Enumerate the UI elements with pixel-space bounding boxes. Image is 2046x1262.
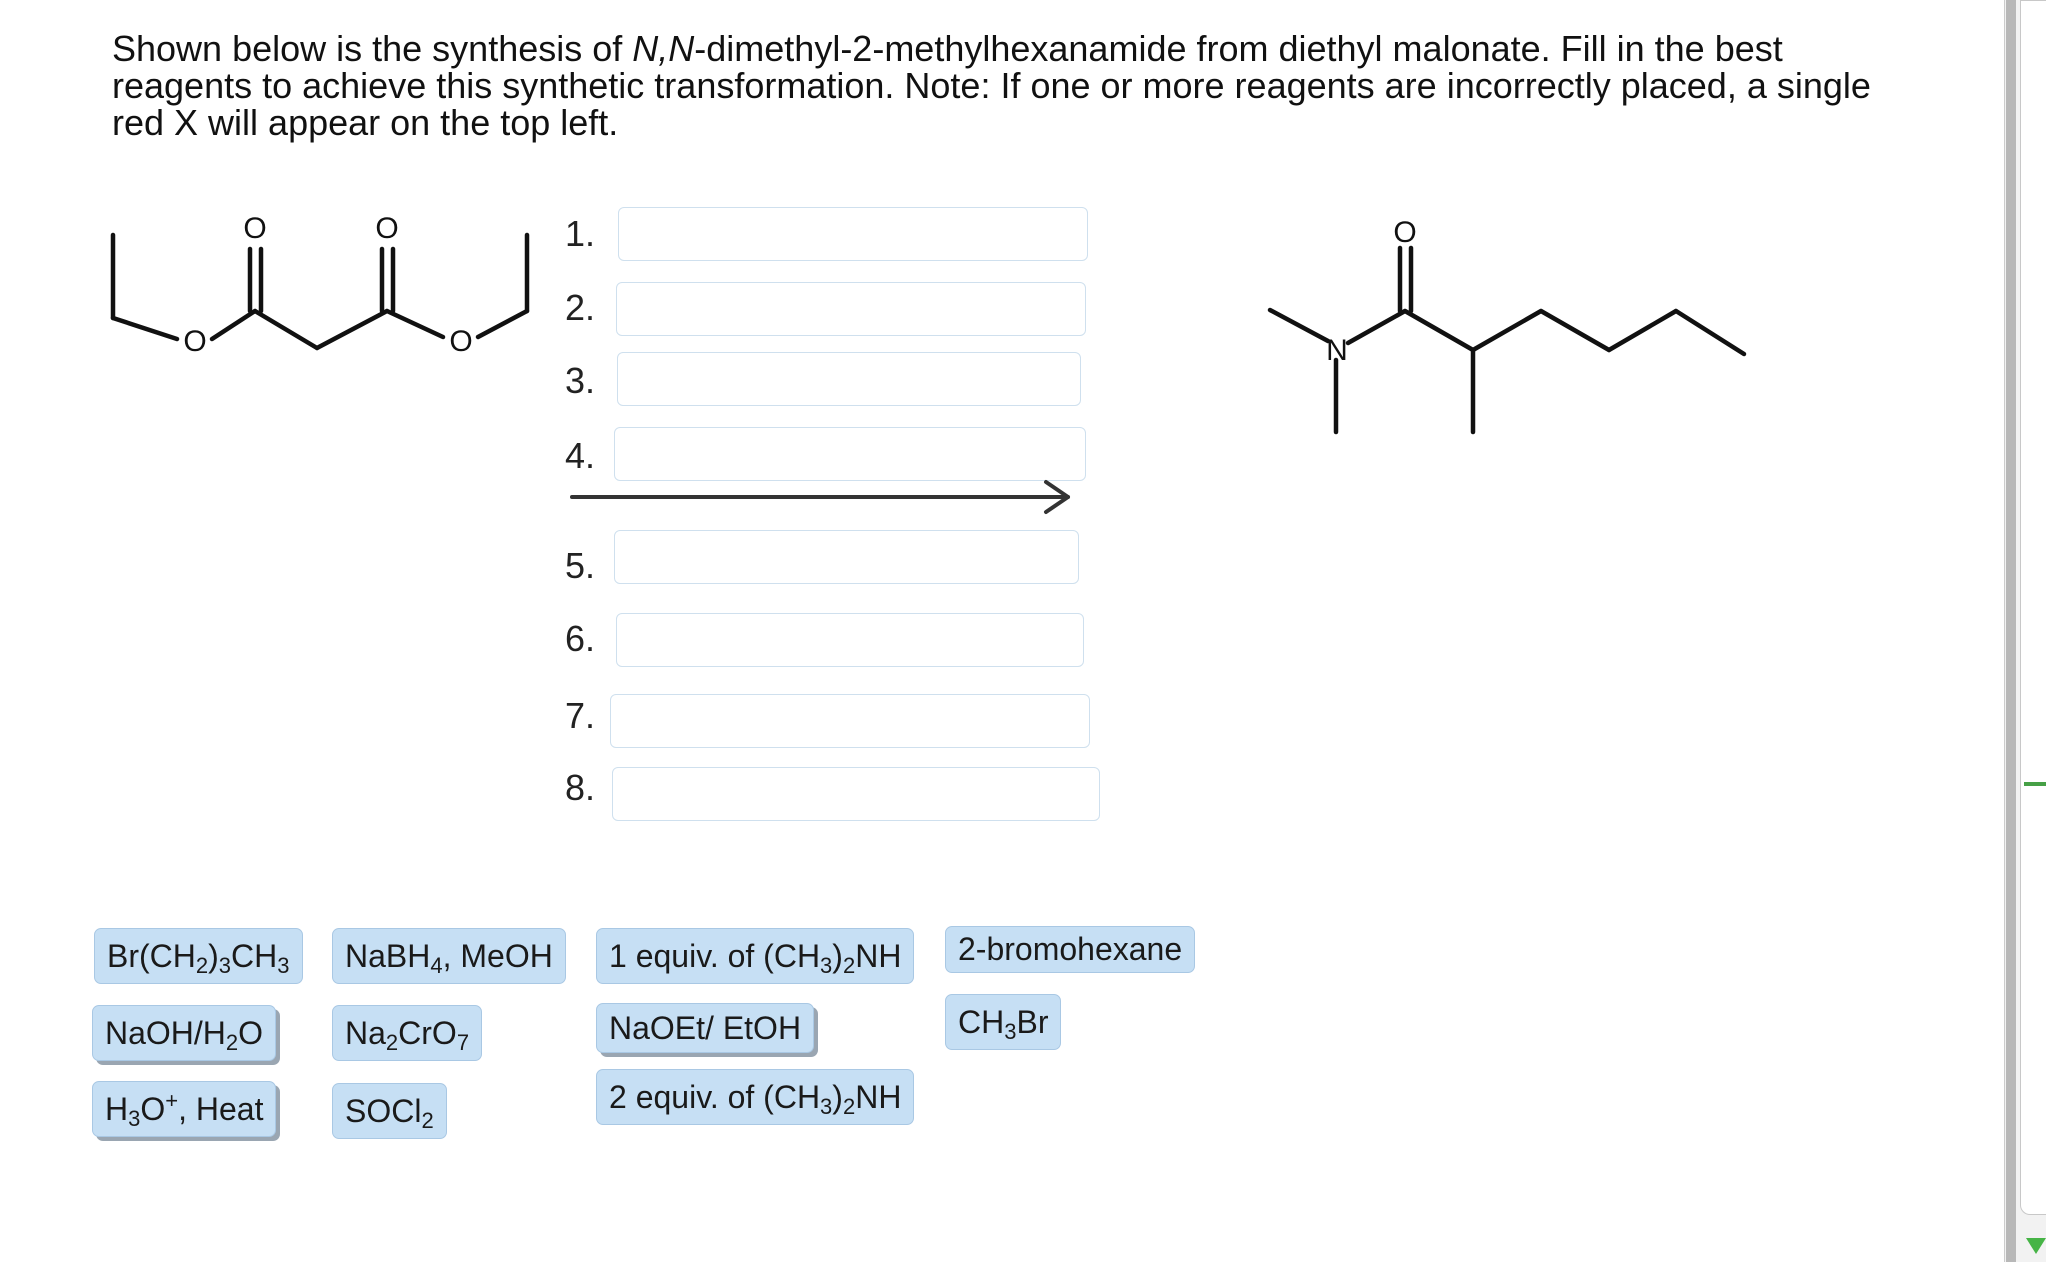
diethyl-malonate-structure: O O O O (110, 212, 530, 358)
question-text: Shown below is the synthesis of N,N-dime… (112, 28, 1871, 143)
reagent-chip-2-bromohexane[interactable]: 2-bromohexane (945, 926, 1196, 973)
reagent-chip-1-equiv-dimethylamine[interactable]: 1 equiv. of (CH3)2NH (596, 928, 915, 984)
step-number: 3. (565, 360, 596, 401)
reagent-chip-naoh-h2o[interactable]: NaOH/H2O (92, 1005, 277, 1061)
atom-label-o: O (243, 212, 266, 245)
scroll-down-arrow-icon[interactable] (2026, 1238, 2046, 1254)
scrollbar-rail (2006, 0, 2016, 1262)
reagent-chip-ch3br[interactable]: CH3Br (945, 994, 1062, 1050)
product-structure: O N (1267, 216, 1747, 435)
reaction-arrow (570, 480, 1070, 514)
reagent-drop-box-8[interactable] (612, 767, 1100, 821)
atom-label-o: O (1393, 216, 1416, 249)
scrollbar-thumb[interactable] (2020, 0, 2046, 1215)
reagent-drop-box-4[interactable] (614, 427, 1086, 481)
reagent-chip-socl2[interactable]: SOCl2 (332, 1083, 447, 1139)
atom-label-o: O (183, 325, 206, 358)
reagent-drop-box-2[interactable] (616, 282, 1086, 336)
reagent-chip-naoet-etoh[interactable]: NaOEt/ EtOH (596, 1003, 815, 1053)
question-italic: N,N (632, 28, 695, 69)
step-number: 2. (565, 287, 596, 328)
reagent-chip-na2cro7[interactable]: Na2CrO7 (332, 1005, 483, 1061)
reagent-chip-bromobutane[interactable]: Br(CH2)3CH3 (94, 928, 303, 984)
reagent-drop-box-3[interactable] (617, 352, 1081, 406)
reagent-chip-nabh4-meoh[interactable]: NaBH4, MeOH (332, 928, 566, 984)
step-number: 8. (565, 767, 596, 808)
reagent-drop-box-5[interactable] (614, 530, 1079, 584)
step-number: 1. (565, 213, 596, 254)
scroll-position-marker (2024, 782, 2046, 786)
reagent-drop-box-6[interactable] (616, 613, 1084, 667)
step-number: 6. (565, 618, 596, 659)
step-number: 4. (565, 435, 596, 476)
reagent-drop-box-1[interactable] (618, 207, 1088, 261)
atom-label-o: O (375, 212, 398, 245)
reagent-drop-box-7[interactable] (610, 694, 1090, 748)
atom-label-o: O (449, 325, 472, 358)
step-number: 5. (565, 545, 596, 586)
reagent-chip-2-equiv-dimethylamine[interactable]: 2 equiv. of (CH3)2NH (596, 1069, 915, 1125)
step-number: 7. (565, 695, 596, 736)
reagent-chip-h3o-heat[interactable]: H3O+, Heat (92, 1081, 277, 1137)
atom-label-n: N (1326, 334, 1348, 367)
